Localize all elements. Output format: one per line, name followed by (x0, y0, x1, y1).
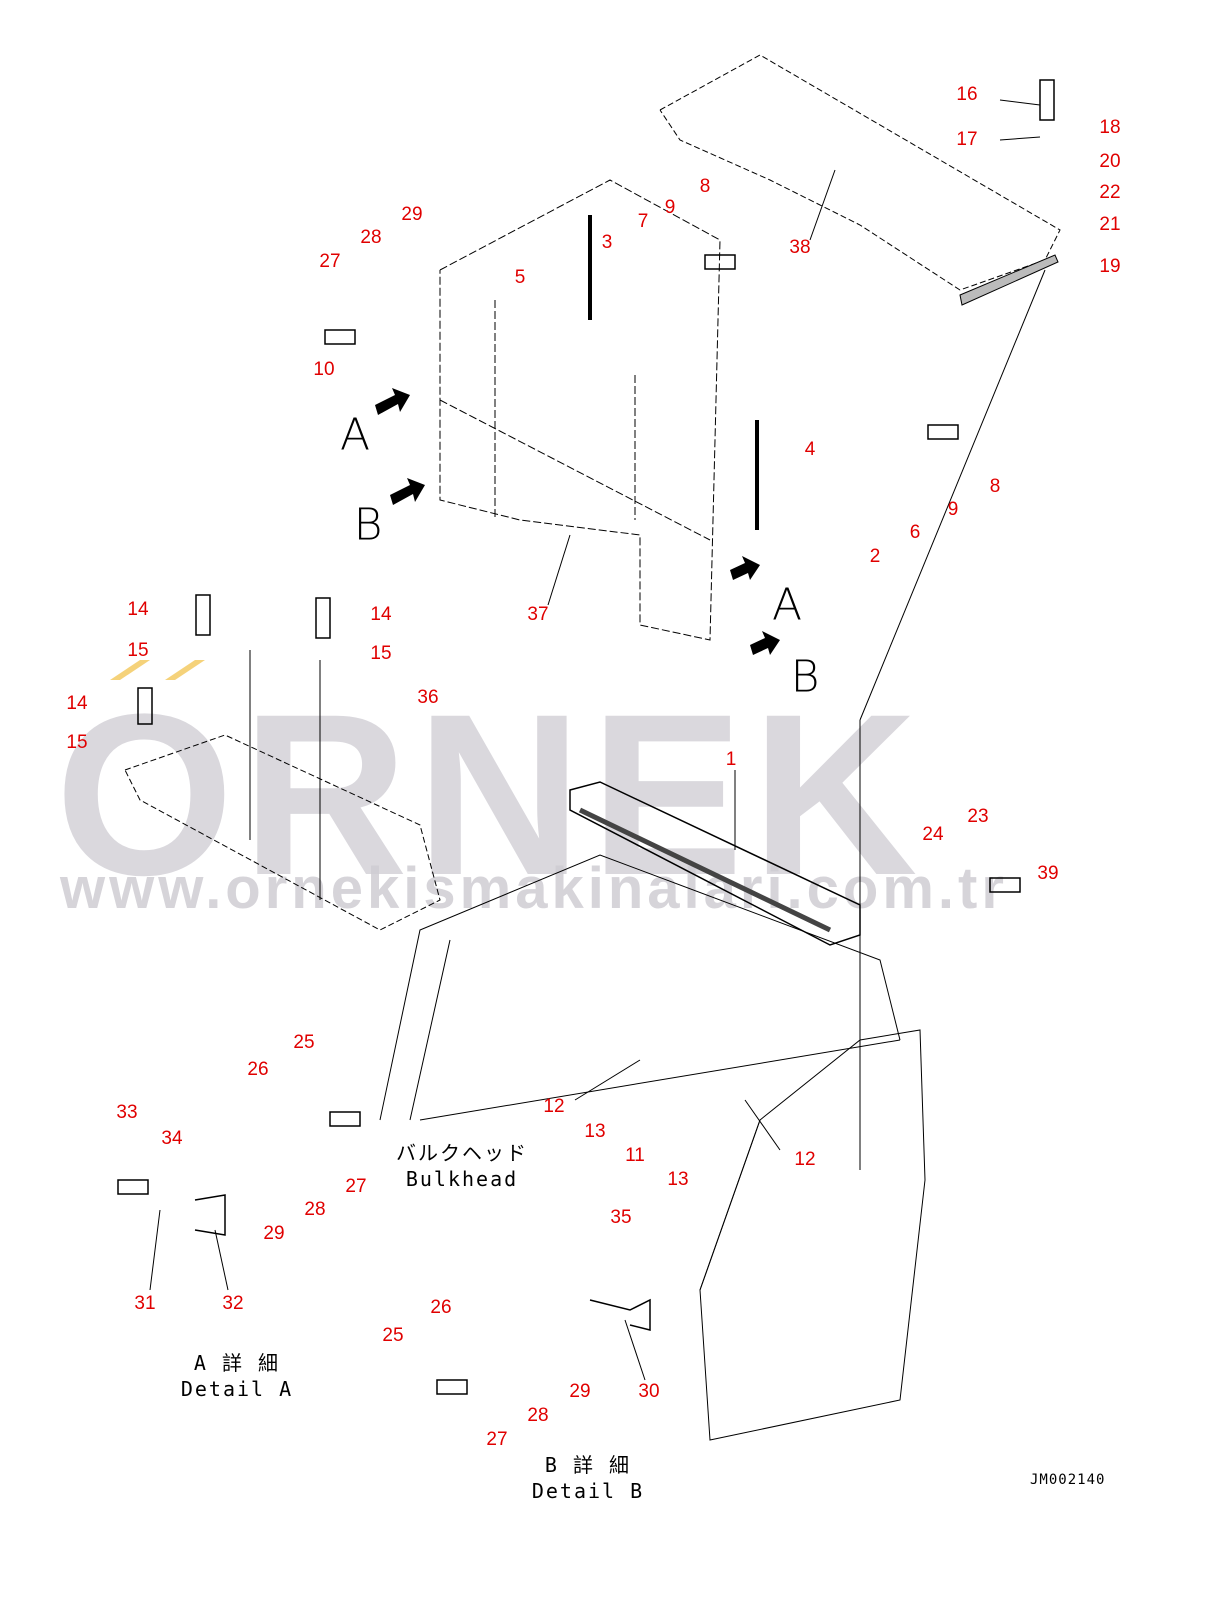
part-callout: 18 (1099, 117, 1121, 138)
watermark-url: www.ornekismakinalari.com.tr (60, 856, 1008, 921)
part-callout: 25 (382, 1325, 404, 1346)
part-callout: 14 (127, 599, 149, 620)
part-callout: 16 (956, 84, 978, 105)
part-callout: 34 (161, 1128, 183, 1149)
bracket-32 (194, 1194, 226, 1236)
part-callout: 3 (601, 232, 613, 253)
cross-beam-1-edge (578, 807, 832, 933)
part-callout: 7 (637, 211, 649, 232)
part-callout: 28 (360, 227, 382, 248)
view-arrows (375, 388, 780, 655)
view-marker-b: B (353, 499, 383, 551)
bracket-19 (959, 254, 1059, 306)
part-callout: 15 (370, 643, 392, 664)
bulkhead-frame (379, 854, 926, 1441)
part-callout: 29 (263, 1223, 285, 1244)
part-callout: 2 (869, 546, 881, 567)
part-callout: 32 (222, 1293, 244, 1314)
part-callout: 19 (1099, 256, 1121, 277)
part-callout: 26 (430, 1297, 452, 1318)
bulkhead-caption: バルクヘッド Bulkhead (396, 1140, 528, 1192)
part-callout: 38 (789, 237, 811, 258)
part-callout: 35 (610, 1207, 632, 1228)
part-callout: 13 (667, 1169, 689, 1190)
part-callout: 25 (293, 1032, 315, 1053)
part-callout: 15 (66, 732, 88, 753)
part-callout: 23 (967, 806, 989, 827)
part-callout: 9 (947, 499, 959, 520)
part-callout: 30 (638, 1381, 660, 1402)
part-callout: 17 (956, 129, 978, 150)
part-callout: 14 (370, 604, 392, 625)
part-callout: 28 (527, 1405, 549, 1426)
part-callout: 39 (1037, 863, 1059, 884)
part-callout: 29 (569, 1381, 591, 1402)
part-callout: 24 (922, 824, 944, 845)
part-callout: 6 (909, 522, 921, 543)
watermark-accent (165, 660, 205, 680)
part-callout: 29 (401, 204, 423, 225)
bulkhead-caption-en: Bulkhead (405, 1167, 519, 1191)
part-callout: 27 (486, 1429, 508, 1450)
bracket-30 (589, 1298, 651, 1331)
watermark-accent (110, 660, 150, 680)
floor-plate-36 (124, 734, 441, 931)
part-callout: 1 (725, 749, 737, 770)
part-callout: 22 (1099, 182, 1121, 203)
part-callout: 26 (247, 1059, 269, 1080)
part-callout: 12 (543, 1096, 565, 1117)
part-callout: 8 (989, 476, 1001, 497)
part-callout: 15 (127, 640, 149, 661)
detail-a-caption-en: Detail A (180, 1377, 294, 1401)
cross-beam-1 (569, 781, 861, 946)
part-callout: 12 (794, 1149, 816, 1170)
view-marker-a: A (339, 409, 371, 461)
top-plate (659, 54, 1061, 291)
part-callout: 21 (1099, 214, 1121, 235)
leader-lines (149, 99, 1046, 1381)
detail-b-caption-en: Detail B (531, 1479, 645, 1503)
view-marker-a: A (771, 579, 803, 631)
part-callout: 33 (116, 1102, 138, 1123)
detail-b-caption: B 詳 細 Detail B (532, 1452, 644, 1504)
part-callout: 27 (345, 1176, 367, 1197)
detail-a-caption-jp: A 詳 細 (193, 1351, 281, 1375)
part-callout: 31 (134, 1293, 156, 1314)
part-callout: 28 (304, 1199, 326, 1220)
bolts (117, 79, 1055, 1395)
part-callout: 9 (664, 197, 676, 218)
drawing-code: JM002140 (1030, 1472, 1106, 1488)
detail-a-caption: A 詳 細 Detail A (181, 1350, 293, 1402)
part-callout: 11 (625, 1145, 645, 1166)
detail-b-caption-jp: B 詳 細 (544, 1453, 632, 1477)
part-callout: 10 (313, 359, 335, 380)
part-callout: 37 (527, 604, 549, 625)
part-callout: 20 (1099, 151, 1121, 172)
view-marker-b: B (790, 651, 820, 703)
part-callout: 36 (417, 687, 439, 708)
part-callout: 27 (319, 251, 341, 272)
bulkhead-caption-jp: バルクヘッド (396, 1141, 528, 1165)
part-callout: 13 (584, 1121, 606, 1142)
part-callout: 14 (66, 693, 88, 714)
part-callout: 5 (514, 267, 526, 288)
watermark-brand: ORNEK (55, 666, 926, 923)
cab-shell (439, 179, 721, 641)
part-callout: 4 (804, 439, 816, 460)
part-callout: 8 (699, 176, 711, 197)
